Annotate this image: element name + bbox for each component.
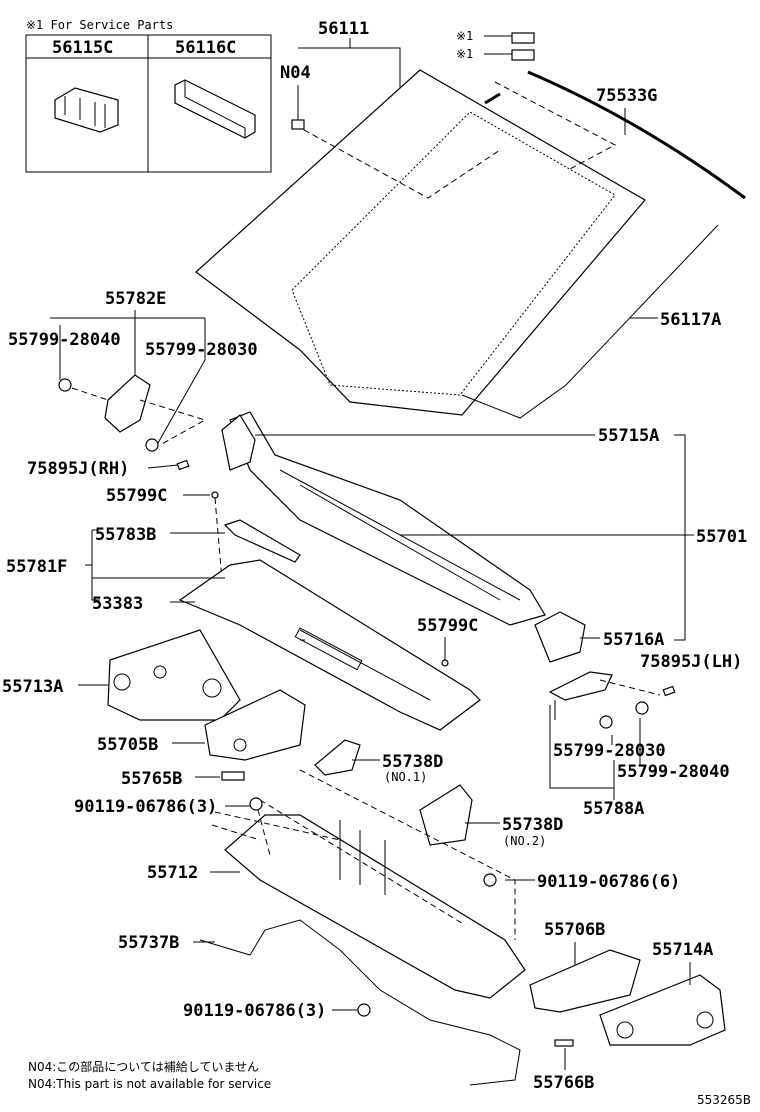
panel-55713a-image xyxy=(107,629,241,721)
55716a-image xyxy=(534,611,586,663)
clip-56116c-image xyxy=(174,79,256,139)
label-55799-28040-right[interactable]: 55799-28040 xyxy=(617,762,730,782)
seal-55737b-image xyxy=(199,919,521,1086)
label-55781f[interactable]: 55781F xyxy=(6,557,67,577)
figure-id: 553265B xyxy=(697,1093,751,1107)
label-55705b[interactable]: 55705B xyxy=(97,735,158,755)
spacer-b-image xyxy=(511,49,535,61)
label-mark1-b: ※1 xyxy=(456,47,473,61)
label-55715a[interactable]: 55715A xyxy=(598,426,659,446)
label-n04[interactable]: N04 xyxy=(280,63,311,83)
service-box-header: ※1 For Service Parts xyxy=(26,18,173,32)
label-55788a[interactable]: 55788A xyxy=(583,799,644,819)
cowl-side-lh-group xyxy=(548,671,676,729)
label-55782e[interactable]: 55782E xyxy=(105,289,166,309)
label-90119-06786-6[interactable]: 90119-06786(6) xyxy=(537,872,680,892)
cowl-side-rh-group xyxy=(58,374,207,471)
label-55799-28030-left[interactable]: 55799-28030 xyxy=(145,340,258,360)
label-no2: (NO.2) xyxy=(503,834,546,848)
bracket-55738d-no2-image xyxy=(419,784,473,846)
label-mark1-a: ※1 xyxy=(456,29,473,43)
label-75533g[interactable]: 75533G xyxy=(596,86,657,106)
label-55716a[interactable]: 55716A xyxy=(603,630,664,650)
55783b-image xyxy=(223,519,301,563)
service-box-col2[interactable]: 56116C xyxy=(175,38,236,58)
label-55738d-no2[interactable]: 55738D xyxy=(502,815,563,835)
55715a-image xyxy=(221,414,256,471)
label-53383[interactable]: 53383 xyxy=(92,594,143,614)
53383-image xyxy=(178,559,481,731)
cowl-louver-group xyxy=(178,519,481,731)
label-55799c-b[interactable]: 55799C xyxy=(417,616,478,636)
bracket-55738d-no1-image xyxy=(314,739,361,776)
label-55799-28030-right[interactable]: 55799-28030 xyxy=(553,741,666,761)
label-55713a[interactable]: 55713A xyxy=(2,677,63,697)
label-55799c-a[interactable]: 55799C xyxy=(106,486,167,506)
windshield-glass xyxy=(195,69,646,416)
note-line-en: N04:This part is not available for servi… xyxy=(28,1077,271,1091)
label-55783b[interactable]: 55783B xyxy=(95,525,156,545)
label-55714a[interactable]: 55714A xyxy=(652,940,713,960)
55782e-image xyxy=(104,374,151,433)
label-55766b[interactable]: 55766B xyxy=(533,1073,594,1093)
bracket-55706b-image xyxy=(529,949,641,1013)
moulding-75533g xyxy=(527,70,746,200)
panel-55714a-image xyxy=(599,974,726,1046)
label-75895j-rh[interactable]: 75895J(RH) xyxy=(27,459,129,479)
label-55738d-no1[interactable]: 55738D xyxy=(382,752,443,772)
label-75895j-lh[interactable]: 75895J(LH) xyxy=(640,652,742,672)
label-55701[interactable]: 55701 xyxy=(696,527,747,547)
service-box-col1[interactable]: 56115C xyxy=(52,38,113,58)
label-90119-06786-3-b[interactable]: 90119-06786(3) xyxy=(183,1001,326,1021)
spacer-a-image xyxy=(511,32,535,44)
label-55765b[interactable]: 55765B xyxy=(121,769,182,789)
label-56111[interactable]: 56111 xyxy=(318,19,369,39)
label-no1: (NO.1) xyxy=(384,770,427,784)
label-55706b[interactable]: 55706B xyxy=(544,920,605,940)
label-56117a[interactable]: 56117A xyxy=(660,310,721,330)
label-55712[interactable]: 55712 xyxy=(147,863,198,883)
label-55737b[interactable]: 55737B xyxy=(118,933,179,953)
n04-clip-image xyxy=(291,119,305,130)
bracket-55705b-image xyxy=(204,689,306,761)
service-parts-box: ※1 For Service Parts 56115C 56116C xyxy=(25,18,272,173)
note-line-ja: N04:この部品については補給していません xyxy=(28,1059,259,1074)
dam-56117a xyxy=(461,224,719,419)
label-55799-28040-left[interactable]: 55799-28040 xyxy=(8,330,121,350)
clip-56115c-image xyxy=(54,87,119,133)
label-90119-06786-3-a[interactable]: 90119-06786(3) xyxy=(74,797,217,817)
